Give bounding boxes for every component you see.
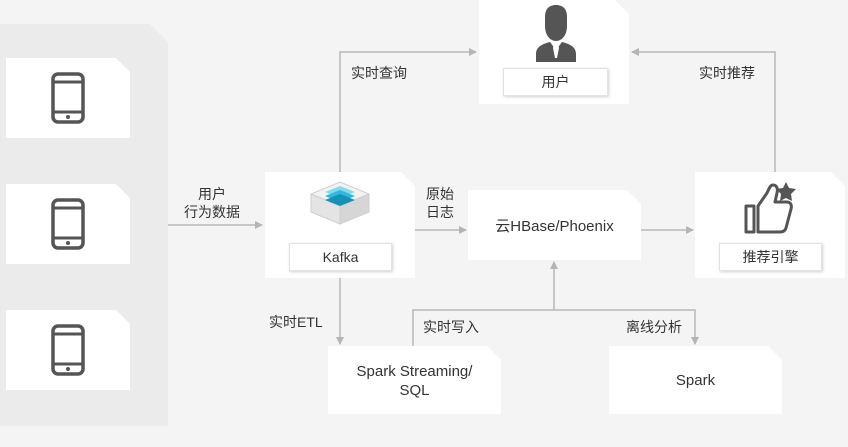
behavior-label-line2: 行为数据 xyxy=(184,204,240,220)
raw-log-label: 原始 日志 xyxy=(426,185,454,221)
edge-realtime-write xyxy=(412,261,558,346)
spark-streaming-label-line2: SQL xyxy=(399,382,430,399)
realtime-recommend-label: 实时推荐 xyxy=(699,65,755,81)
realtime-etl-label: 实时ETL xyxy=(269,314,323,330)
spark-streaming-label-line1: Spark Streaming/ xyxy=(356,363,473,380)
hbase-label: 云HBase/Phoenix xyxy=(495,217,614,235)
device-card xyxy=(6,310,130,390)
kafka-label-text: Kafka xyxy=(322,249,359,265)
spark-streaming-node: Spark Streaming/ SQL xyxy=(328,346,501,414)
phone-icon xyxy=(51,324,85,376)
behavior-data-label: 用户 行为数据 xyxy=(168,185,256,221)
edge-realtime-query xyxy=(339,48,477,172)
offline-analysis-label: 离线分析 xyxy=(626,319,682,335)
user-label-text: 用户 xyxy=(541,74,570,90)
phone-icon xyxy=(51,198,85,250)
kafka-icon xyxy=(309,180,371,228)
device-card xyxy=(6,58,130,138)
engine-label: 推荐引擎 xyxy=(719,243,822,271)
engine-label-text: 推荐引擎 xyxy=(742,249,799,265)
raw-log-label-line1: 原始 xyxy=(426,186,454,202)
device-card xyxy=(6,184,130,264)
user-label: 用户 xyxy=(503,68,608,96)
edge-realtime-recommend xyxy=(631,48,776,172)
behavior-label-line1: 用户 xyxy=(198,186,226,202)
spark-label: Spark xyxy=(675,371,716,389)
spark-node: Spark xyxy=(609,346,782,414)
realtime-write-label: 实时写入 xyxy=(423,319,479,335)
hbase-node: 云HBase/Phoenix xyxy=(468,190,641,260)
raw-log-label-line2: 日志 xyxy=(426,204,454,220)
phone-icon xyxy=(51,72,85,124)
edge-offline-analysis xyxy=(554,309,699,345)
kafka-label: Kafka xyxy=(289,243,392,271)
user-icon xyxy=(534,4,578,62)
thumbs-up-icon xyxy=(743,180,799,236)
realtime-query-label: 实时查询 xyxy=(351,65,407,81)
